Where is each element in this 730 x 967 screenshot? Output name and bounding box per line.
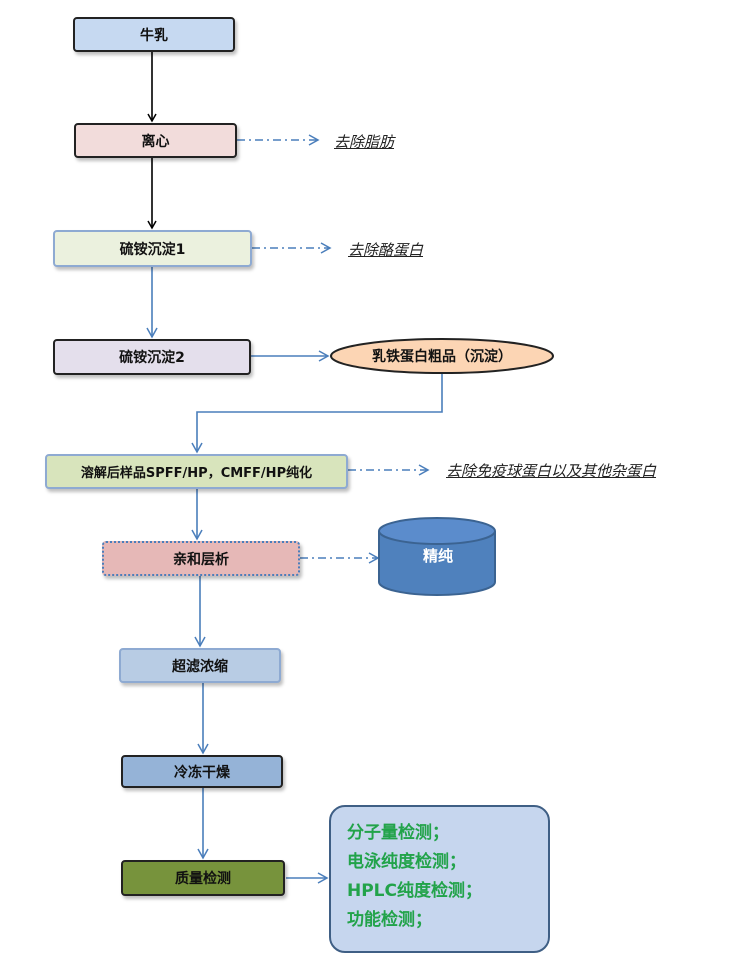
qc-results-box: 分子量检测； 电泳纯度检测； HPLC纯度检测； 功能检测； [329,805,550,953]
note-remove-casein: 去除酪蛋白 [348,241,424,259]
qc-item-electrophoresis: 电泳纯度检测； [347,852,466,872]
pure-product-cylinder [378,517,496,596]
step-dissolve: 溶解后样品SPFF/HP，CMFF/HP纯化 [45,454,348,489]
step-pure: 精纯 [422,547,453,565]
step-ultrafilt: 超滤浓缩 [119,648,281,683]
note-remove-fat: 去除脂肪 [334,133,395,151]
step-precip2: 硫铵沉淀2 [53,339,251,375]
note-remove-others: 去除免疫球蛋白以及其他杂蛋白 [446,462,657,480]
qc-item-molecular-weight: 分子量检测； [347,823,449,843]
qc-item-function: 功能检测； [347,910,432,930]
step-crude: 乳铁蛋白粗品（沉淀） [372,349,512,365]
step-qc: 质量检测 [121,860,285,896]
step-centrifuge: 离心 [74,123,237,158]
step-freezedry: 冷冻干燥 [121,755,283,788]
qc-item-hplc: HPLC纯度检测； [347,881,482,901]
step-precip1: 硫铵沉淀1 [53,230,252,267]
crude-product-ellipse [330,338,554,374]
step-affinity: 亲和层析 [102,541,300,576]
step-milk: 牛乳 [73,17,235,52]
arrow-crude-to-dissolve [191,373,443,454]
